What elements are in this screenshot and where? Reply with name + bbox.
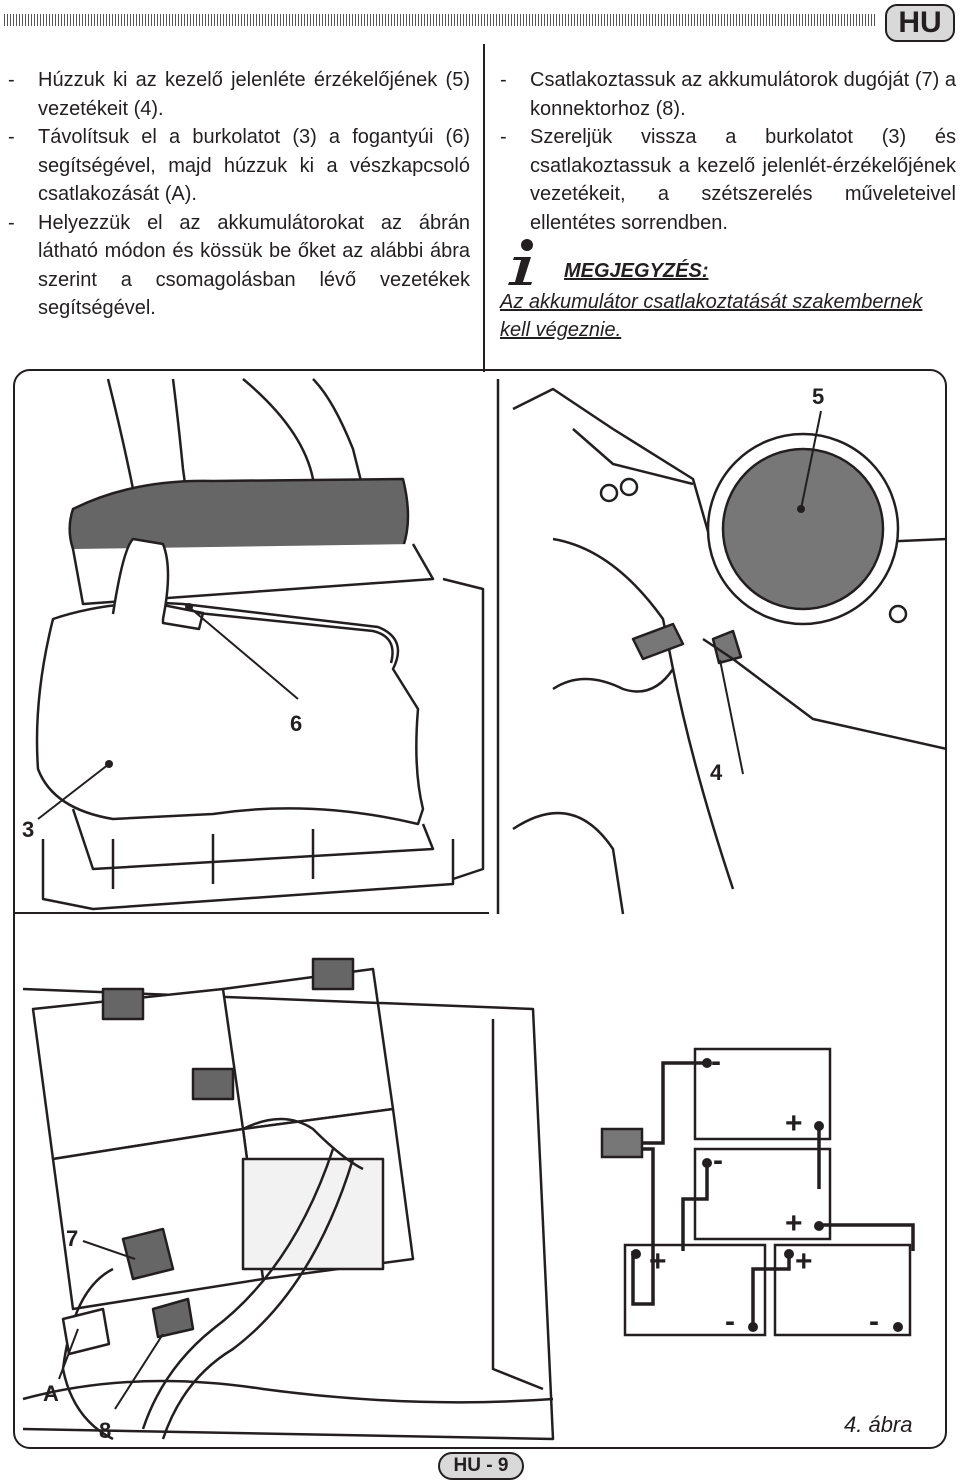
note-title: MEGJEGYZÉS:: [564, 260, 709, 282]
plug-connector: [600, 1127, 644, 1159]
figure-frame: [13, 369, 947, 1449]
instruction-item: -Csatlakoztassuk az akkumulátorok dugójá…: [500, 69, 956, 120]
cover-removal-illustration: [35, 378, 485, 911]
right-column: -Csatlakoztassuk az akkumulátorok dugójá…: [500, 66, 956, 237]
left-column: -Húzzuk ki az kezelő jelenléte érzékelőj…: [8, 66, 470, 323]
instruction-text: Távolítsuk el a burkolatot (3) a foganty…: [38, 126, 470, 205]
info-icon: [508, 239, 533, 285]
instruction-text: Csatlakoztassuk az akkumulátorok dugóját…: [530, 69, 956, 120]
instruction-text: Húzzuk ki az kezelő jelenléte érzékelőjé…: [38, 69, 470, 120]
instruction-text: Szereljük vissza a burkolatot (3) és csa…: [530, 126, 956, 234]
figure-caption: 4. ábra: [844, 1412, 913, 1437]
callout-A: A: [43, 1381, 59, 1406]
leader-line: [82, 1240, 136, 1260]
plus-sign: +: [649, 1245, 667, 1278]
leader-line: [719, 659, 744, 775]
callout-3: 3: [22, 817, 34, 842]
minus-sign: -: [869, 1305, 879, 1338]
plus-sign: +: [795, 1245, 813, 1278]
leader-line: [114, 1333, 164, 1410]
minus-sign: -: [713, 1144, 723, 1177]
wiring-diagram: [600, 1047, 915, 1337]
leader-line: [188, 606, 299, 700]
instruction-item: -Helyezzük el az akkumulátorokat az ábrá…: [8, 211, 470, 320]
page-number: HU - 9: [438, 1452, 524, 1480]
battery-3: [623, 1243, 767, 1337]
leader-line: [58, 1328, 79, 1380]
battery-illustration: [22, 957, 555, 1441]
terminal-dots: [631, 1058, 903, 1332]
sensor-illustration: [496, 379, 947, 915]
language-badge: HU: [885, 4, 955, 42]
callout-5: 5: [812, 384, 824, 409]
callout-4: 4: [710, 760, 723, 785]
figure-4: 6 3 5 4: [13, 369, 947, 1449]
minus-sign: -: [711, 1045, 721, 1078]
instruction-item: -Távolítsuk el a burkolatot (3) a fogant…: [8, 126, 470, 205]
instruction-item: -Húzzuk ki az kezelő jelenléte érzékelőj…: [8, 69, 470, 120]
plus-sign: +: [785, 1107, 803, 1140]
callout-6: 6: [290, 711, 302, 736]
header-tick-bar: [4, 14, 876, 26]
callout-7: 7: [66, 1226, 78, 1251]
instruction-item: -Szereljük vissza a burkolatot (3) és cs…: [500, 126, 956, 234]
leader-line: [37, 763, 110, 820]
battery-2: [693, 1147, 832, 1241]
note-text: Az akkumulátor csatlakoztatását szakembe…: [500, 291, 923, 341]
leader-line: [800, 410, 822, 510]
battery-4: [773, 1243, 912, 1337]
column-divider: [483, 44, 485, 372]
plus-sign: +: [785, 1207, 803, 1240]
minus-sign: -: [725, 1305, 735, 1338]
battery-1: [693, 1047, 832, 1141]
instruction-text: Helyezzük el az akkumulátorokat az ábrán…: [38, 211, 470, 320]
callout-8: 8: [99, 1418, 111, 1443]
